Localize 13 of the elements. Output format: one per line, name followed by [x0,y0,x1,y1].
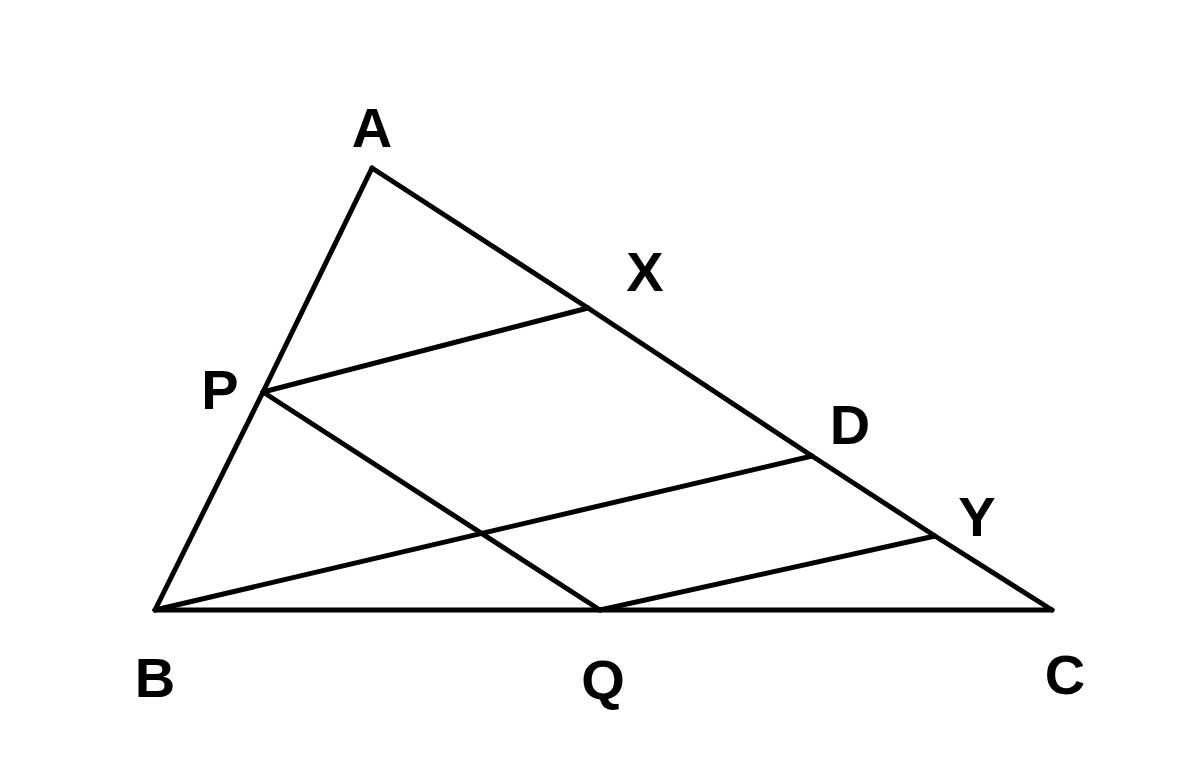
point-label: X [626,244,664,300]
point-label: Y [958,489,996,545]
point-label: P [201,362,239,418]
point-label: C [1044,647,1086,703]
line-segment [152,607,603,613]
point-label: Q [581,652,625,708]
point-label: A [351,100,393,156]
line-segment [152,453,815,613]
line-segment [597,533,938,613]
point-label: D [829,397,871,453]
line-segment [260,389,603,613]
point-label: B [134,650,176,706]
line-segment [932,533,1055,613]
